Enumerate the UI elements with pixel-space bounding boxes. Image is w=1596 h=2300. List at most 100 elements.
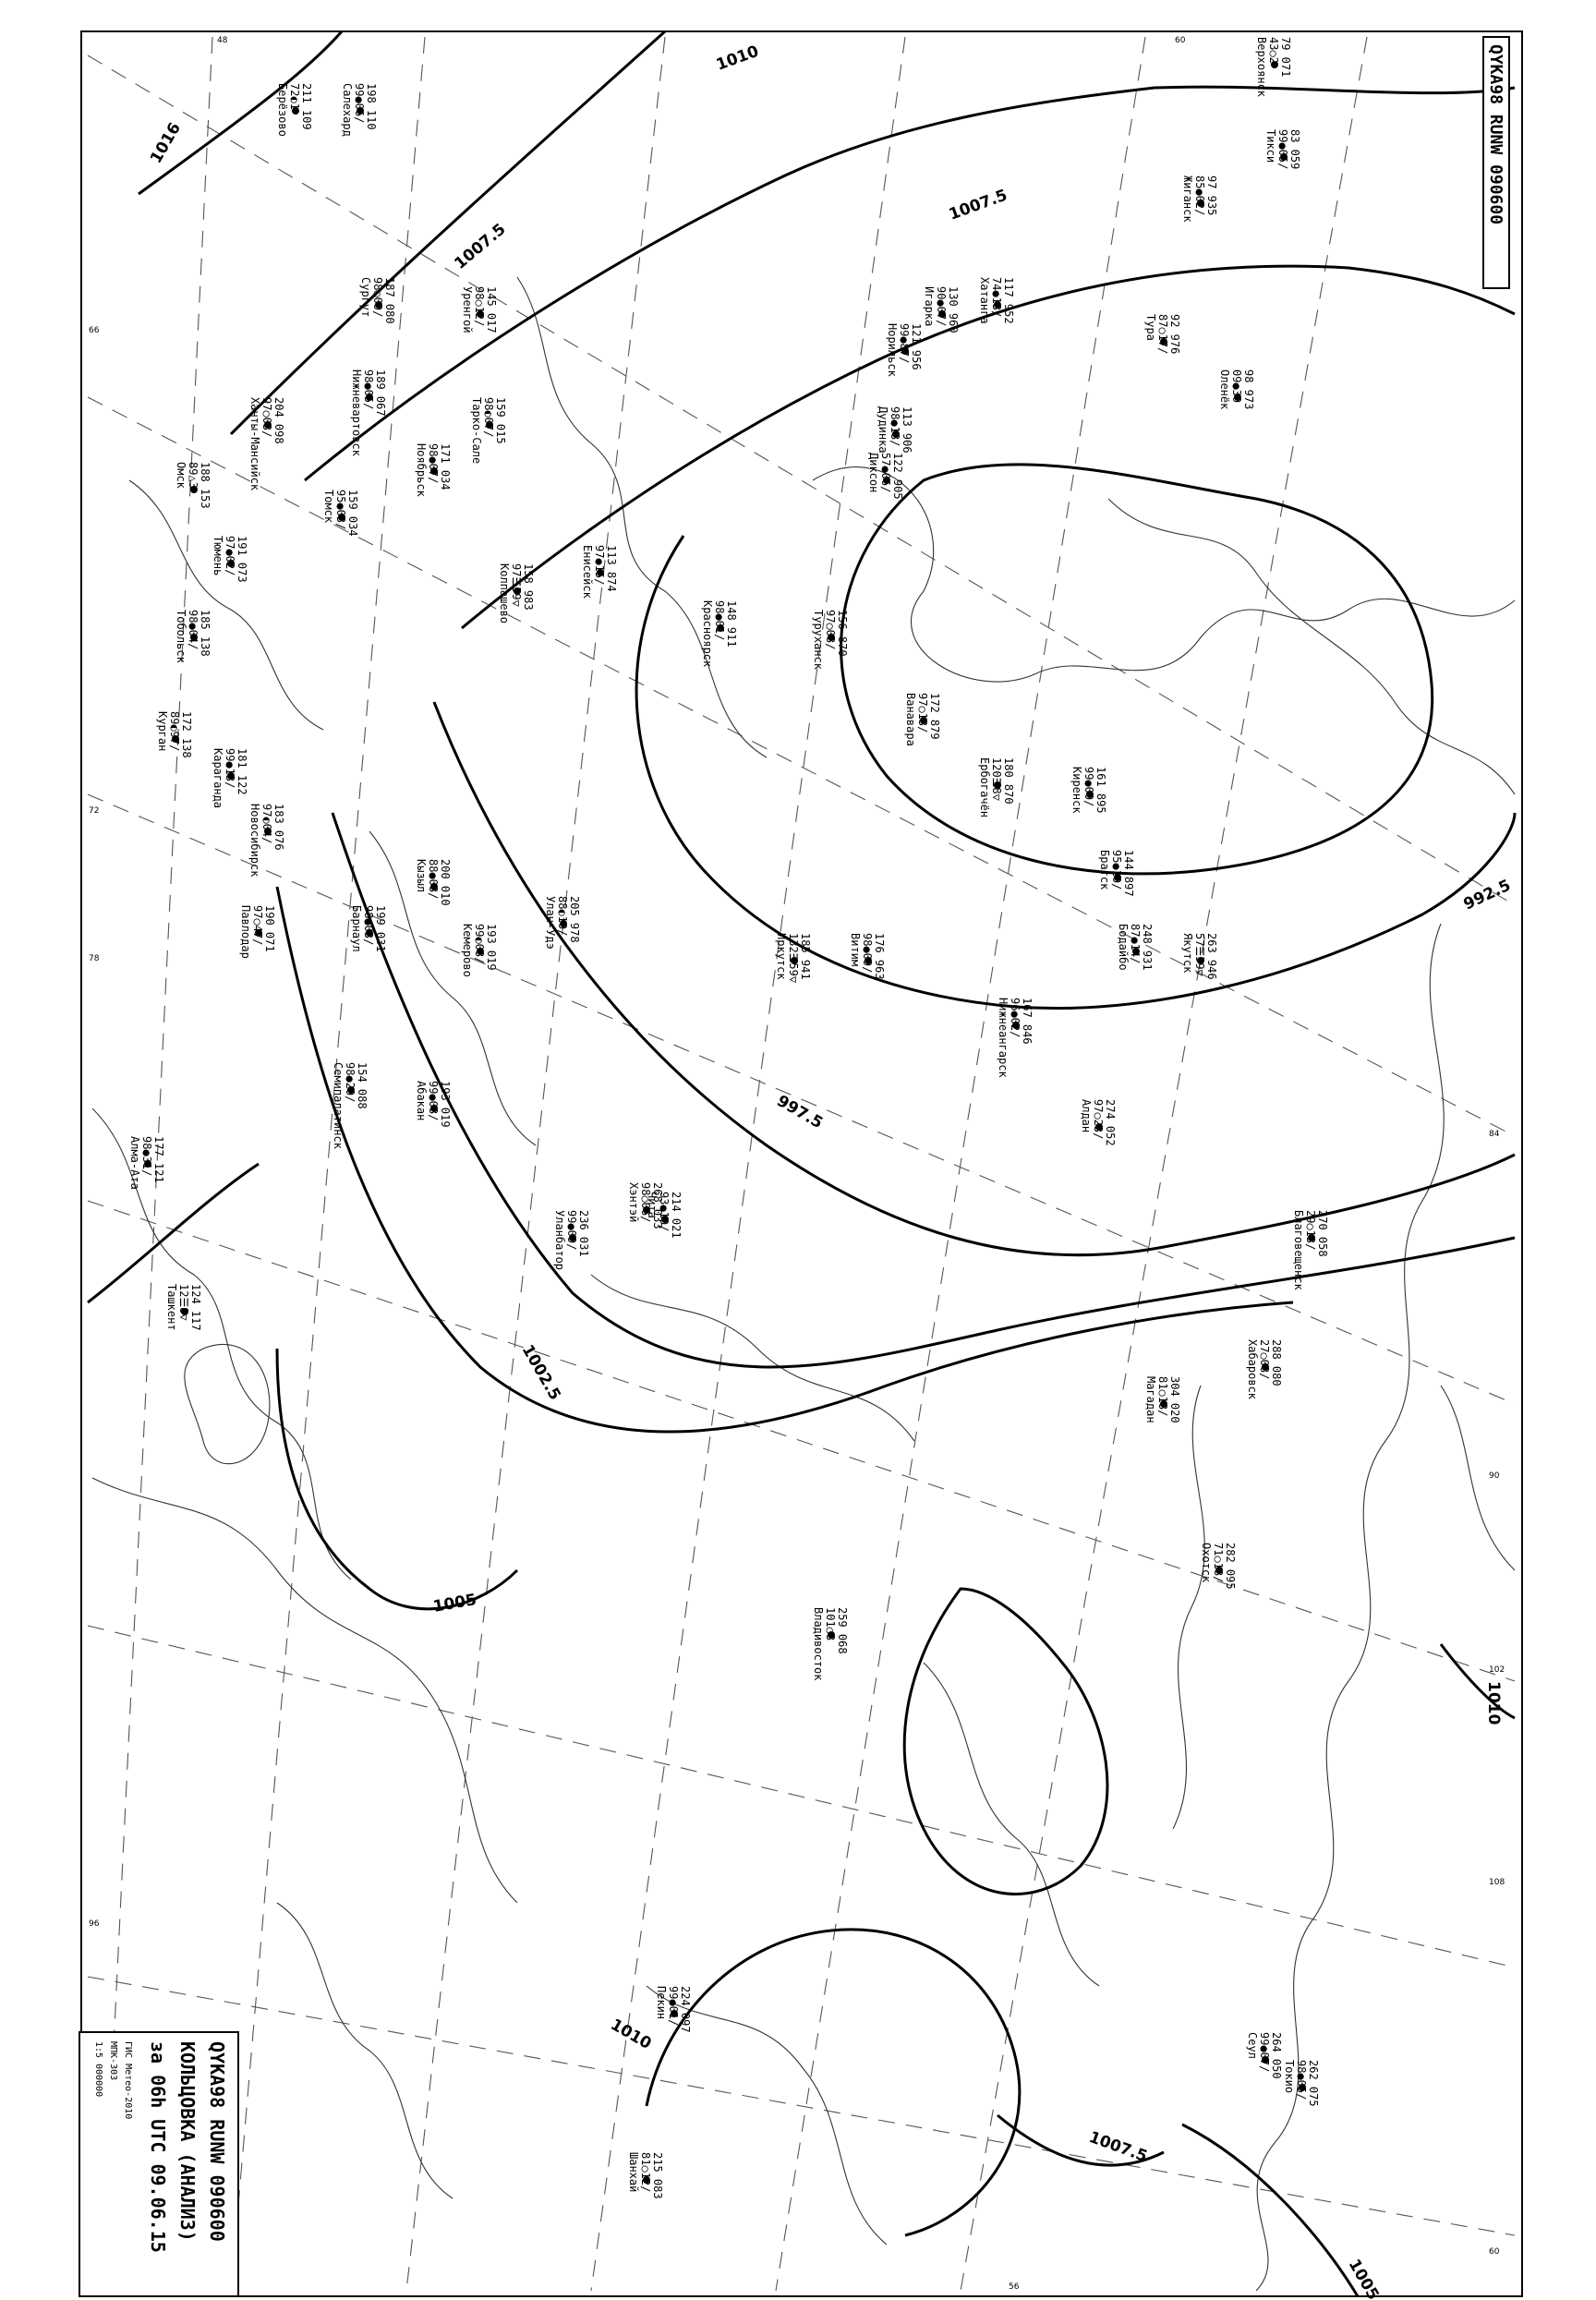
edge-labels: 48 60 66 72 78 84 90 96 102 108 60 56 [89,36,1505,2292]
station-dot [486,421,493,429]
station-name: Нижнеангарск [997,998,1010,1078]
station-pressure: 199 031 [374,905,387,952]
station-name: Жиганск [1181,176,1194,223]
station-name: Оленёк [1218,369,1231,410]
station-pressure: 263 946 [1205,933,1218,980]
isobar-label: 1010 [714,42,761,75]
station-name: Ноябрьск [415,443,428,498]
station-dot [828,1631,835,1639]
station-pressure: 188 153 [199,462,212,509]
station-weather: 99●06/ [353,83,366,123]
station-pressure: 205 978 [568,896,581,943]
station-dot [1197,957,1204,964]
station-dot [227,560,235,567]
station-pressure: 270 058 [1316,1210,1329,1257]
station-dot [1271,61,1278,68]
station-name: Сеул [1246,2032,1259,2059]
station-name: Киренск [1070,767,1083,814]
station-pressure: 158 983 [522,563,535,611]
station-weather: 57☰59▽ [1193,933,1206,977]
isobar-label: 1010 [608,2016,655,2053]
station-dot [569,1234,576,1241]
edge-label: 78 [89,954,100,963]
station-dot [1095,1123,1103,1131]
station-dot [938,310,946,318]
station-dot [514,587,521,595]
station-weather: 98●31/ [140,1136,153,1176]
station-weather: 72◐1 [288,83,301,110]
station-name: Курган [156,711,169,751]
station-weather: 29○13/ [1304,1210,1317,1250]
station-dot [1132,948,1140,955]
station-dot [430,1105,438,1112]
station-pressure: 224 097 [679,1986,692,2033]
station-weather: 99●00/ [1082,767,1095,806]
station-weather: 95●03/ [334,490,347,529]
station-weather: 90●07/ [935,286,948,326]
station-name: Шанхай [627,2152,640,2192]
station-weather: 98○06/ [639,1182,652,1222]
station-pressure: 268 033 [651,1182,664,1229]
station-name: Витим [849,933,862,966]
station-name: Дудинка [877,406,889,454]
station-pressure: 288 080 [1270,1339,1283,1386]
station-weather: 43○2 [1267,37,1280,64]
station-pressure: 189 067 [374,369,387,417]
station-dot [338,514,345,521]
station-dot [1160,338,1167,345]
station-name: Кемерово [461,924,474,977]
station-weather: 97○08/ [824,610,837,649]
station-weather: 87●14/ [1129,924,1142,963]
station-pressure: 211 109 [300,83,313,130]
station-pressure: 92 976 [1168,314,1181,354]
edge-label: 48 [217,36,228,45]
station-dot [477,948,484,955]
station-pressure: 177 121 [152,1136,165,1183]
station-name: Колпашево [498,563,511,623]
station-name: Хэнтэй [627,1182,640,1222]
station-dot [1234,393,1241,401]
station-name: Кызыл [415,859,428,892]
station-dot [264,828,272,835]
station-pressure: 144 897 [1122,850,1135,897]
station-weather: 97○47/ [251,905,264,945]
station-weather: 97○03/ [260,397,273,437]
station-dot [181,1308,188,1315]
station-name: Улан-Удэ [544,896,557,950]
station-dot [255,929,262,937]
station-pressure: 167 846 [1021,998,1034,1045]
station-name: Благовещенск [1292,1210,1305,1290]
station-weather: 12☰8▽ [177,1284,190,1321]
station-weather: 97○23/ [1092,1099,1105,1139]
station-weather: 85●02/ [1193,176,1206,215]
station-pressure: 248 931 [1141,924,1154,971]
station-dot [190,634,198,641]
station-weather: 98●18/ [889,406,901,446]
station-dot [717,624,724,632]
station-dot [864,957,872,964]
station-dot [1197,200,1204,207]
station-name: Тюмень [212,536,224,575]
station-name: Алма-Ата [128,1136,141,1190]
edge-label: 60 [1489,2247,1500,2257]
